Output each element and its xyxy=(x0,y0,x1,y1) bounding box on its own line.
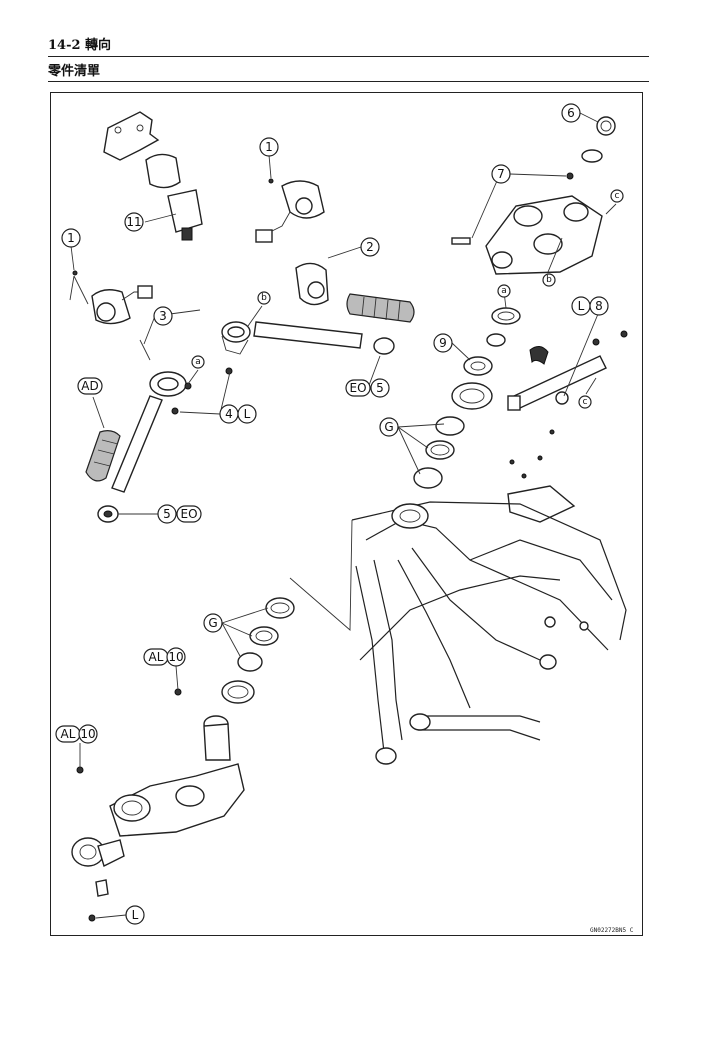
svg-text:a: a xyxy=(501,286,507,296)
throttle-housing-part xyxy=(295,262,329,306)
svg-text:L: L xyxy=(132,908,139,922)
steering-lock-part xyxy=(71,837,125,922)
callout-10-lower: AL 10 xyxy=(55,724,98,744)
svg-text:1: 1 xyxy=(67,231,75,245)
svg-text:EO: EO xyxy=(349,381,366,395)
callout-5-right: EO 5 xyxy=(345,378,390,398)
callout-6: 6 xyxy=(561,103,581,123)
callout-AD: AD xyxy=(77,377,103,395)
frame-part xyxy=(351,501,627,765)
svg-text:8: 8 xyxy=(595,299,603,313)
svg-text:6: 6 xyxy=(567,106,575,120)
lower-triple-clamp-part xyxy=(76,763,245,837)
svg-text:1: 1 xyxy=(265,140,273,154)
svg-text:5: 5 xyxy=(163,507,171,521)
svg-text:b: b xyxy=(261,293,267,303)
diagram-frame xyxy=(50,92,643,936)
svg-text:c: c xyxy=(583,397,588,407)
damper-bracket-part xyxy=(507,429,576,523)
upper-bearing-part xyxy=(413,416,465,489)
callout-5-left: 5 EO xyxy=(157,504,202,524)
svg-text:10: 10 xyxy=(168,650,183,664)
svg-text:a: a xyxy=(195,357,201,367)
bar-end-weight-left xyxy=(97,505,119,523)
ignition-switch-part xyxy=(103,111,203,241)
svg-text:L: L xyxy=(578,299,585,313)
svg-text:11: 11 xyxy=(126,215,141,229)
steering-stem-nut-part xyxy=(581,116,616,163)
svg-text:L: L xyxy=(244,407,251,421)
svg-text:AD: AD xyxy=(81,379,98,393)
svg-text:G: G xyxy=(384,420,393,434)
callout-1-top: 1 xyxy=(259,137,279,157)
left-grip-part xyxy=(85,430,121,482)
marker-a-right: a xyxy=(497,284,511,298)
left-handlebar-part xyxy=(111,339,192,493)
svg-text:9: 9 xyxy=(439,336,447,350)
callout-10-upper: AL 10 xyxy=(143,647,186,667)
callout-2: 2 xyxy=(360,237,380,257)
marker-a-left: a xyxy=(191,355,205,369)
svg-text:2: 2 xyxy=(366,240,374,254)
callout-8: L 8 xyxy=(571,296,609,316)
callout-G-upper: G xyxy=(379,417,399,437)
dust-seal-part xyxy=(451,382,493,410)
image-code: GN02272BN5 C xyxy=(590,927,634,934)
svg-text:3: 3 xyxy=(159,309,167,323)
steering-stem-part xyxy=(174,688,231,761)
stem-locknut-part xyxy=(486,307,521,347)
callout-4: 4 L xyxy=(219,404,257,424)
callout-G-lower: G xyxy=(203,613,223,633)
marker-c-damper: c xyxy=(578,395,592,409)
lower-bearing-part xyxy=(221,597,295,704)
left-switch-housing-part xyxy=(72,270,153,325)
callout-3: 3 xyxy=(153,306,173,326)
section-title: 零件清單 xyxy=(48,64,101,79)
svg-text:AL: AL xyxy=(149,650,164,664)
svg-text:AL: AL xyxy=(61,727,76,741)
section-rule xyxy=(48,81,649,82)
marker-c-top: c xyxy=(610,189,624,203)
page-header: 14-2 轉向 xyxy=(48,38,112,53)
throttle-grip-part xyxy=(346,293,415,323)
marker-b-right: b xyxy=(542,273,556,287)
header-rule xyxy=(48,56,649,57)
upper-triple-clamp-part xyxy=(451,172,603,275)
svg-text:G: G xyxy=(208,616,217,630)
svg-text:5: 5 xyxy=(376,381,384,395)
stem-cap-part xyxy=(463,356,493,376)
svg-text:c: c xyxy=(615,191,620,201)
callout-7: 7 xyxy=(491,164,511,184)
svg-text:7: 7 xyxy=(497,167,505,181)
callout-9: 9 xyxy=(433,333,453,353)
leader-lines xyxy=(69,112,617,919)
svg-text:10: 10 xyxy=(80,727,95,741)
svg-text:b: b xyxy=(546,275,552,285)
callout-1-left: 1 xyxy=(61,228,81,248)
marker-b-left: b xyxy=(257,291,271,305)
callout-L-bottom: L xyxy=(125,905,145,925)
svg-text:4: 4 xyxy=(225,407,233,421)
svg-text:EO: EO xyxy=(180,507,197,521)
right-switch-housing-part xyxy=(255,178,325,243)
steering-damper-part xyxy=(507,330,628,411)
callout-11: 11 xyxy=(124,212,144,232)
right-handlebar-part xyxy=(221,321,395,375)
